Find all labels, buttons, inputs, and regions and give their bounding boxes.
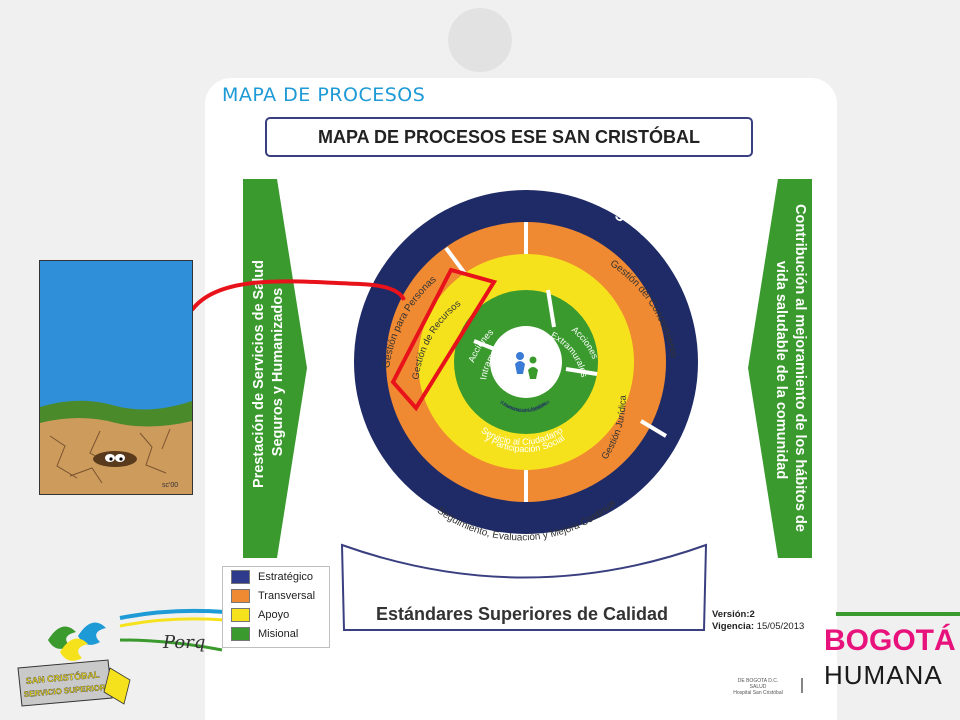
svg-text:Contribución al mejoramiento d: Contribución al mejoramiento de los hábi… — [773, 204, 808, 536]
legend-label: Misional — [258, 627, 299, 640]
left-value-arrow: Prestación de Servicios de Salud Seguros… — [243, 179, 307, 558]
section-title: MAPA DE PROCESOS — [222, 84, 426, 106]
legend: Estratégico Transversal Apoyo Misional — [222, 566, 330, 648]
map-title: MAPA DE PROCESOS ESE SAN CRISTÓBAL — [265, 117, 753, 157]
quality-standards-label: Estándares Superiores de Calidad — [376, 604, 668, 624]
right-arrow-line1: Contribución al mejoramiento de los hábi… — [792, 204, 808, 532]
legend-item-transversal: Transversal — [223, 586, 329, 605]
legend-swatch — [231, 588, 250, 603]
bogota-line1: BOGOTÁ — [824, 623, 956, 657]
footer-lines — [119, 608, 960, 652]
highlight-annotation — [190, 267, 498, 412]
user-silhouette-icon — [448, 8, 512, 72]
legend-label: Estratégico — [258, 570, 314, 583]
legend-item-misional: Misional — [223, 624, 329, 643]
legend-label: Apoyo — [258, 608, 290, 621]
legend-swatch — [231, 626, 250, 641]
legend-swatch — [231, 607, 250, 622]
alcaldia-line2: SALUD — [749, 684, 767, 690]
legend-label: Transversal — [258, 589, 316, 602]
cartoon-signature: sc'00 — [162, 482, 178, 489]
version-info: Versión:2 Vigencia: 15/05/2013 — [712, 609, 804, 633]
left-arrow-line2: Seguros y Humanizados — [270, 288, 286, 456]
footer-slogan: Porq — [162, 632, 205, 653]
legend-swatch — [231, 569, 250, 584]
ring-dividers — [444, 222, 668, 502]
alcaldia-line3: Hospital San Cristóbal — [733, 690, 783, 696]
legend-item-apoyo: Apoyo — [223, 605, 329, 624]
bogota-humana-logo: BOGOTÁ HUMANA — [824, 623, 956, 690]
quality-standards-banner: Estándares Superiores de Calidad — [340, 543, 708, 631]
right-arrow-line2: vida saludable de la comunidad — [773, 261, 789, 479]
version-value: 2 — [749, 609, 755, 620]
version-label: Versión: — [712, 609, 750, 620]
svg-text:Prestación de Servicios de Sal: Prestación de Servicios de Salud Seguros… — [251, 256, 286, 488]
san-cristobal-logo: SAN CRISTÓBAL SERVICIO SUPERIOR — [17, 622, 131, 707]
alcaldia-line1: DE BOGOTA D.C. — [737, 678, 779, 684]
vigencia-value: 15/05/2013 — [756, 621, 805, 632]
people-icon — [515, 352, 538, 379]
vigencia-label: Vigencia: — [712, 621, 755, 632]
left-arrow-line1: Prestación de Servicios de Salud — [251, 260, 267, 488]
bogota-line2: HUMANA — [824, 660, 943, 690]
legend-item-estrategico: Estratégico — [223, 567, 329, 586]
right-value-arrow: Contribución al mejoramiento de los hábi… — [748, 179, 812, 558]
cartoon-image: sc'00 — [39, 260, 193, 495]
alcaldia-logo: DE BOGOTA D.C. SALUD Hospital San Cristó… — [730, 678, 786, 696]
center-circle — [490, 326, 562, 398]
